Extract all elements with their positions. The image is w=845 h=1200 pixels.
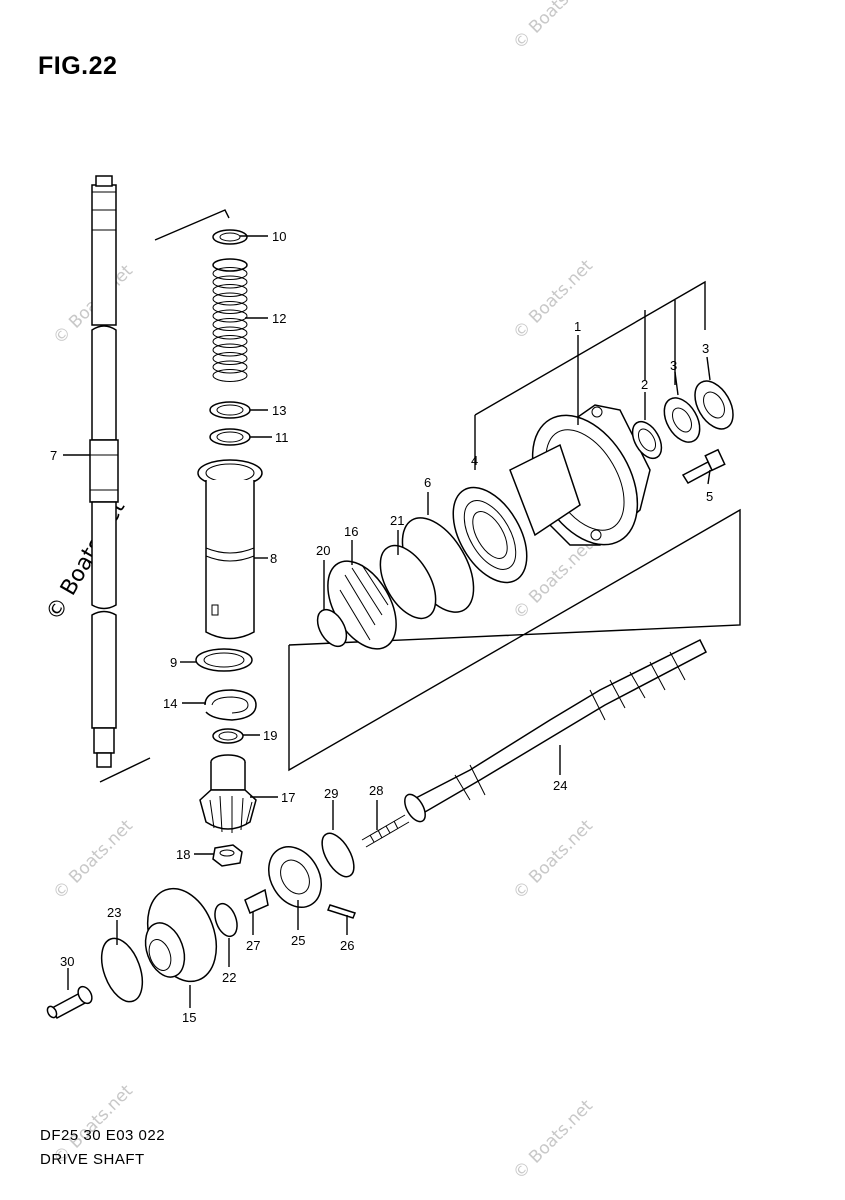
clip-part-29	[321, 832, 355, 878]
housing-part-1	[509, 404, 651, 546]
spring-coil	[212, 267, 248, 280]
spring-coil	[212, 343, 248, 357]
spring-part-28	[361, 814, 410, 848]
spring-coil	[212, 335, 248, 348]
part-number-2: 2	[641, 377, 648, 392]
clip-part-9	[195, 648, 253, 672]
washer-part-19	[212, 728, 244, 744]
part-number-6: 6	[424, 475, 431, 490]
pinion-gear-part-17	[199, 754, 257, 833]
part-number-18: 18	[176, 847, 190, 862]
spring-coil	[212, 318, 248, 331]
bolt-part-5	[681, 448, 726, 484]
part-number-21: 21	[390, 513, 404, 528]
nut-part-18	[212, 844, 243, 867]
leader-bracket	[154, 209, 230, 241]
spring-coil	[212, 360, 248, 374]
spring-coil	[212, 369, 248, 382]
leader-lines	[63, 235, 711, 1008]
push-rod-part-27	[244, 888, 269, 915]
washer-part-10	[212, 229, 248, 245]
part-number-10: 10	[272, 229, 286, 244]
leader-bracket	[474, 280, 706, 416]
part-number-8: 8	[270, 551, 277, 566]
part-number-27: 27	[246, 938, 260, 953]
watermark-layer: © Boats.net © Boats.net © Boats.net © Bo…	[42, 0, 598, 1184]
watermark: © Boats.net	[509, 0, 597, 54]
part-number-30: 30	[60, 954, 74, 969]
spring-coil	[212, 292, 248, 306]
part-number-17: 17	[281, 790, 295, 805]
spring-coil	[212, 301, 248, 314]
shim-part-20	[316, 608, 348, 648]
shim-part-21	[379, 544, 437, 620]
clutch-part-25	[268, 846, 322, 908]
circlip-part-14	[204, 689, 257, 721]
bearing-part-4	[452, 486, 528, 584]
figure-title: FIG.22	[38, 52, 118, 80]
diagram-name: DRIVE SHAFT	[40, 1151, 145, 1168]
drive-shaft-part-7	[89, 175, 151, 783]
part-number-16: 16	[344, 524, 358, 539]
reverse-gear-part-15	[144, 887, 218, 983]
spring-part-12	[212, 258, 248, 382]
part-number-5: 5	[706, 489, 713, 504]
part-number-23: 23	[107, 905, 121, 920]
part-number-12: 12	[272, 311, 286, 326]
watermark: © Boats.net	[509, 816, 597, 904]
part-number-26: 26	[340, 938, 354, 953]
part-number-19: 19	[263, 728, 277, 743]
watermark-large: © Boats.net	[42, 496, 131, 625]
part-number-1: 1	[574, 319, 581, 334]
part-number-4: 4	[471, 453, 478, 468]
spring-coil	[212, 352, 248, 365]
part-number-20: 20	[316, 543, 330, 558]
part-number-24: 24	[553, 778, 567, 793]
part-number-9: 9	[170, 655, 177, 670]
spring-coil	[212, 326, 248, 340]
oil-seal-part-3	[694, 380, 734, 430]
part-number-3a: 3	[670, 358, 677, 373]
leader-bracket	[288, 508, 741, 772]
sleeve-part-8	[197, 459, 263, 640]
washer-part-13	[209, 401, 251, 419]
oil-seal-part-3	[663, 397, 701, 443]
part-number-15: 15	[182, 1010, 196, 1025]
propeller-shaft-part-24	[404, 638, 707, 823]
watermark: © Boats.net	[49, 816, 137, 904]
part-number-22: 22	[222, 970, 236, 985]
washer-part-11	[209, 428, 251, 446]
spring-coil	[212, 284, 248, 297]
pin-part-30	[46, 985, 93, 1020]
needle-bearing-part-2	[631, 420, 663, 460]
watermark: © Boats.net	[509, 256, 597, 344]
part-number-28: 28	[369, 783, 383, 798]
spring-coil	[212, 275, 248, 289]
pin-part-26	[327, 904, 356, 919]
part-number-11: 11	[275, 430, 289, 445]
watermark: © Boats.net	[509, 1096, 597, 1184]
part-number-3b: 3	[702, 341, 709, 356]
leader-bracket	[644, 300, 676, 385]
part-number-25: 25	[291, 933, 305, 948]
diagram-code: DF25 30 E03 022	[40, 1127, 166, 1144]
shim-part-23	[100, 937, 144, 1003]
part-number-13: 13	[272, 403, 286, 418]
part-number-labels: 10 12 13 11 8 9 14 19 17 18 7 1 2 3 3 5 …	[50, 229, 713, 1025]
spring-coil	[212, 309, 248, 323]
part-number-29: 29	[324, 786, 338, 801]
shim-part-22	[214, 902, 238, 938]
part-number-14: 14	[163, 696, 177, 711]
part-number-7: 7	[50, 448, 57, 463]
